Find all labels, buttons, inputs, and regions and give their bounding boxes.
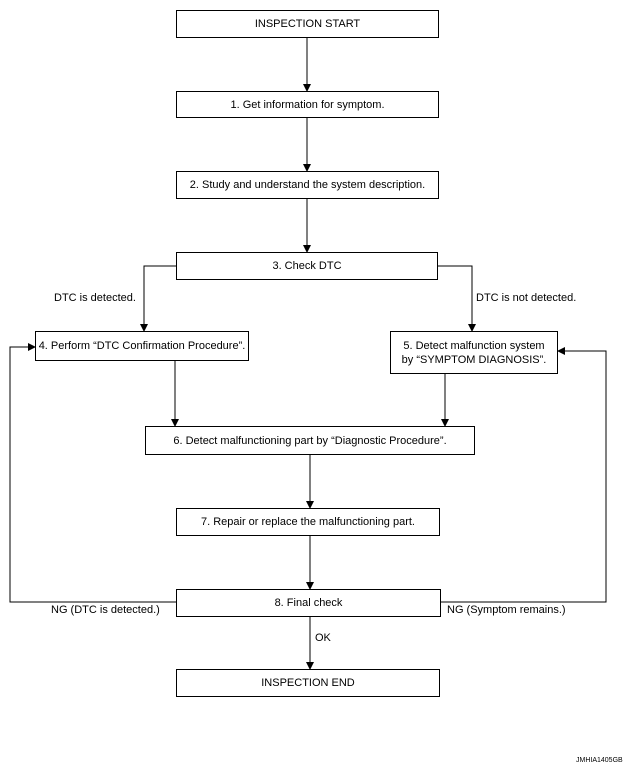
step1-box: 1. Get information for symptom.	[176, 91, 439, 118]
step5-box: 5. Detect malfunction system by “SYMPTOM…	[390, 331, 558, 374]
label-ng-symptom: NG (Symptom remains.)	[447, 604, 566, 616]
inspection-end-box: INSPECTION END	[176, 669, 440, 697]
image-code: JMHIA1405GB	[576, 757, 623, 764]
inspection-end-text: INSPECTION END	[261, 677, 355, 689]
step7-text: 7. Repair or replace the malfunctioning …	[200, 516, 415, 528]
step3-text: 3. Check DTC	[272, 260, 342, 272]
step5-text: 5. Detect malfunction system by “SYMPTOM…	[401, 339, 547, 366]
arrow-step3-to-step4	[140, 265, 176, 332]
step6-box: 6. Detect malfunctioning part by “Diagno…	[145, 426, 475, 455]
step6-text: 6. Detect malfunctioning part by “Diagno…	[173, 434, 447, 447]
label-ng-dtc: NG (DTC is detected.)	[51, 604, 160, 616]
arrow-ng-symptom-loop	[441, 347, 607, 603]
arrow-step3-to-step5	[438, 265, 476, 332]
step4-text: 4. Perform “DTC Confirmation Procedure”.	[38, 340, 246, 352]
step3-box: 3. Check DTC	[176, 252, 438, 280]
step7-box: 7. Repair or replace the malfunctioning …	[176, 508, 440, 536]
label-dtc-not-detected: DTC is not detected.	[476, 292, 577, 304]
step1-text: 1. Get information for symptom.	[230, 98, 385, 111]
arrow-ng-dtc-loop	[9, 343, 176, 603]
step2-box: 2. Study and understand the system descr…	[176, 171, 439, 199]
label-dtc-detected: DTC is detected.	[54, 292, 136, 304]
step8-text: 8. Final check	[274, 597, 343, 609]
label-ok: OK	[315, 632, 331, 644]
step2-text: 2. Study and understand the system descr…	[189, 179, 426, 191]
inspection-start-text: INSPECTION START	[254, 18, 361, 30]
step4-box: 4. Perform “DTC Confirmation Procedure”.	[35, 331, 249, 361]
step8-box: 8. Final check	[176, 589, 441, 617]
inspection-start-box: INSPECTION START	[176, 10, 439, 38]
